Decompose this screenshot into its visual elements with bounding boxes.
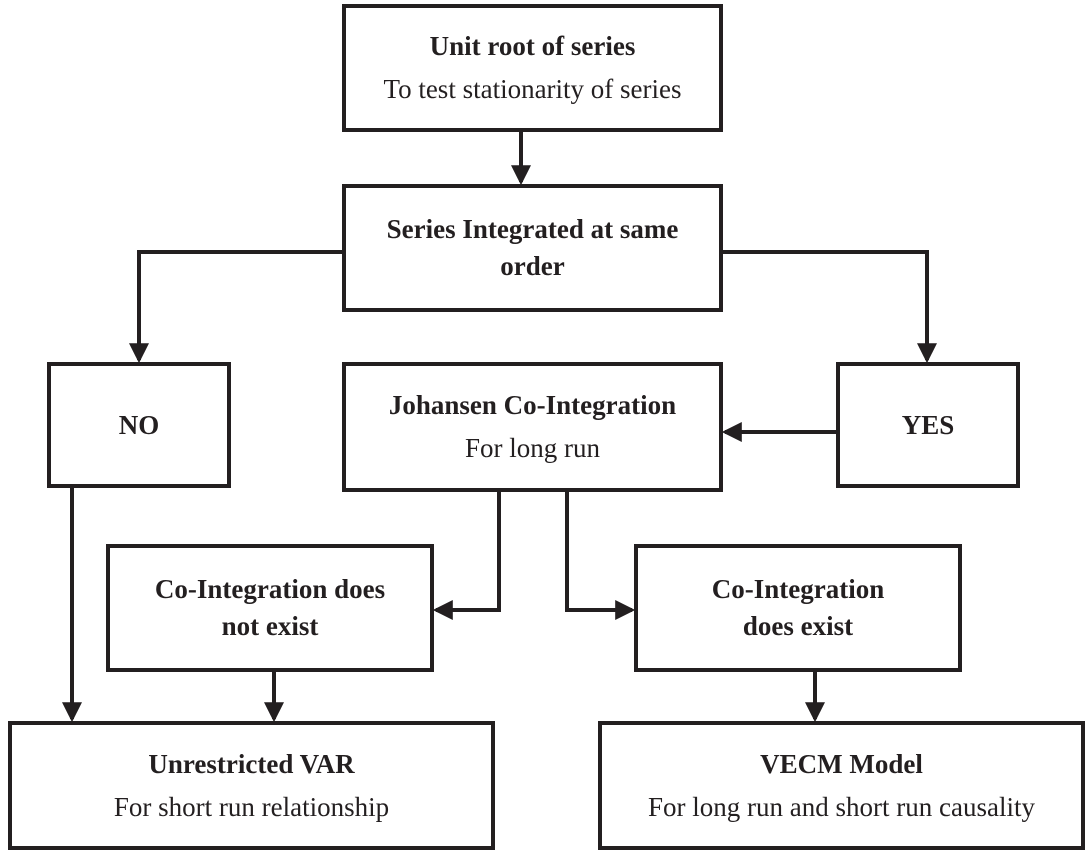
node-co-integration-not-exist: Co-Integration does not exist xyxy=(106,544,434,672)
node-subtitle: For long run and short run causality xyxy=(648,791,1035,822)
node-subtitle: For short run relationship xyxy=(113,791,390,822)
node-co-integration-exist: Co-Integration does exist xyxy=(634,544,962,672)
node-unrestricted-var: Unrestricted VAR For short run relations… xyxy=(8,721,495,850)
edge-integrated-to-no xyxy=(129,250,342,364)
node-unit-root: Unit root of series To test stationarity… xyxy=(342,4,723,132)
node-title: Co-Integration does exist xyxy=(711,574,885,641)
node-yes: YES xyxy=(836,362,1020,488)
node-johansen-co-integration: Johansen Co-Integration For long run xyxy=(342,362,723,492)
node-title: Unit root of series xyxy=(429,31,636,61)
node-title: Co-Integration does not exist xyxy=(154,574,386,641)
node-title: NO xyxy=(118,409,160,440)
node-vecm-model: VECM Model For long run and short run ca… xyxy=(598,721,1085,850)
node-title: VECM Model xyxy=(760,748,923,779)
edge-johansen-to-exist xyxy=(565,492,636,620)
node-title: Series Integrated at same order xyxy=(386,214,679,281)
node-title: YES xyxy=(901,409,955,440)
node-subtitle: To test stationarity of series xyxy=(383,74,682,104)
node-title: Johansen Co-Integration xyxy=(388,390,677,420)
node-subtitle: For long run xyxy=(465,433,600,463)
edge-johansen-to-not-exist xyxy=(432,492,501,620)
node-title: Unrestricted VAR xyxy=(148,748,355,779)
edge-integrated-to-yes xyxy=(723,250,937,364)
node-series-integrated: Series Integrated at same order xyxy=(342,184,723,312)
node-no: NO xyxy=(47,362,231,488)
